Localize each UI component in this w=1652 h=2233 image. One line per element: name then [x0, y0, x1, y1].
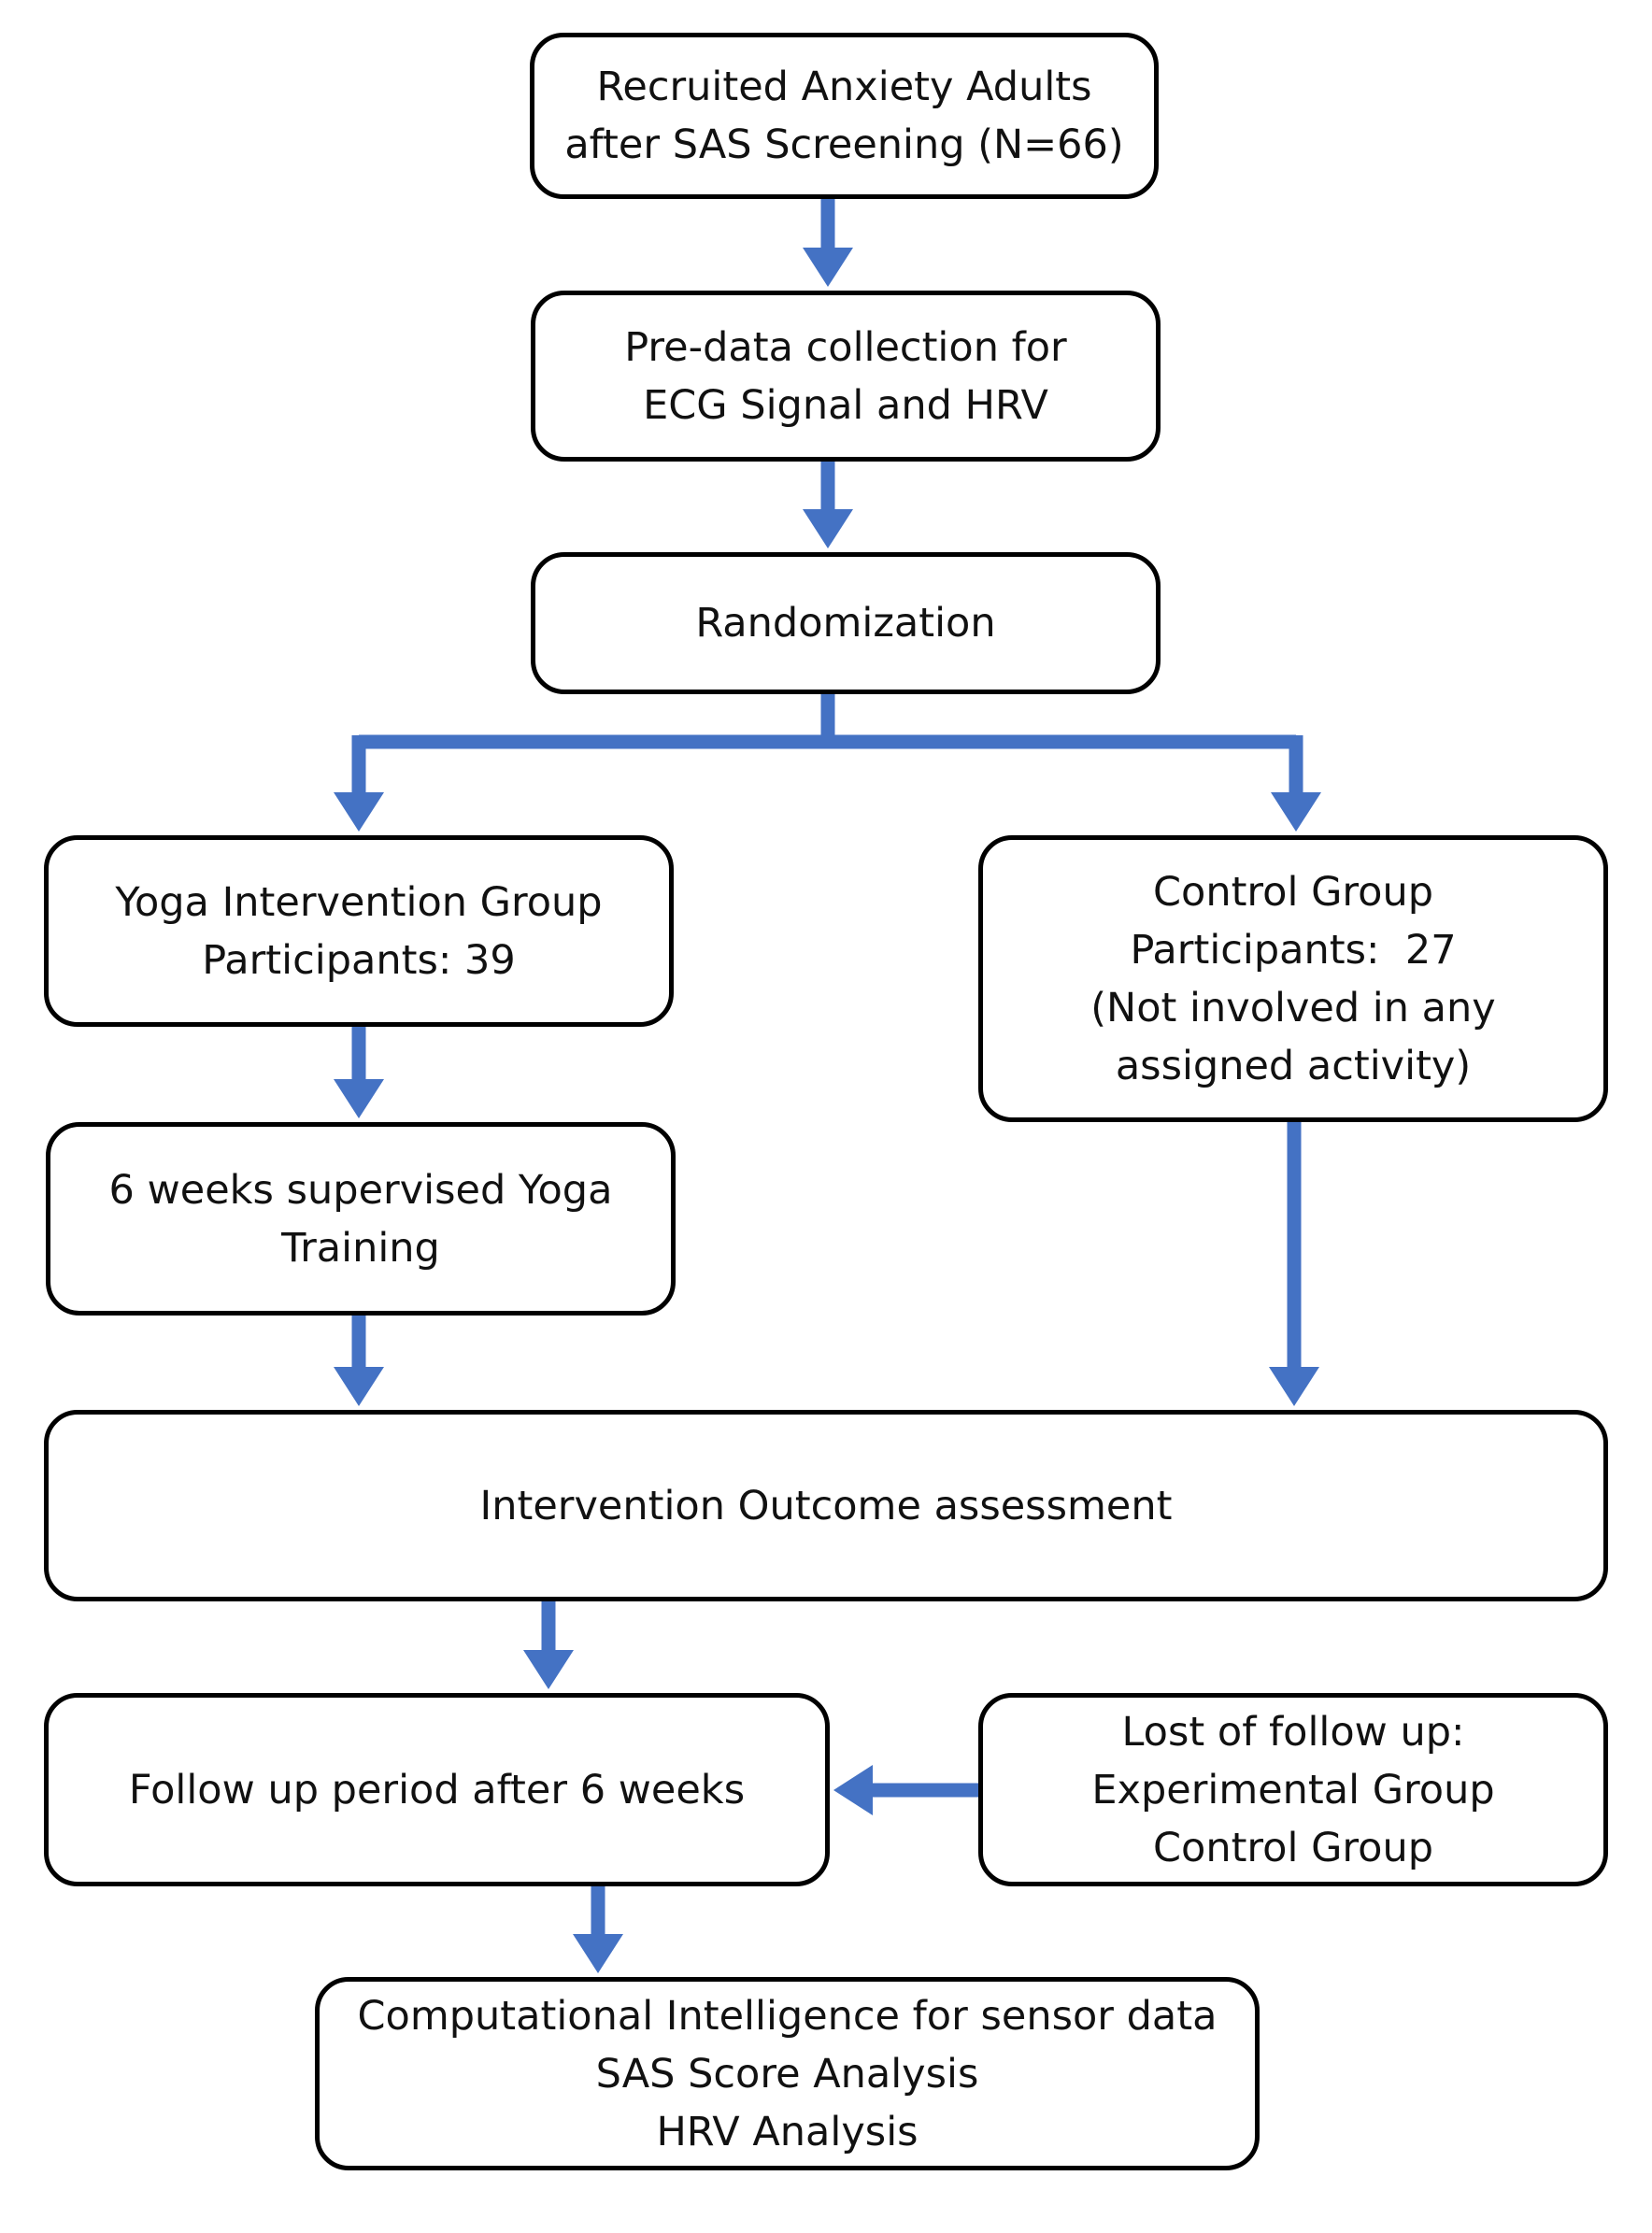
control-group-line-3: (Not involved in any — [1090, 984, 1496, 1031]
arrow-recruited-to-predata-head — [803, 248, 853, 287]
arrow-training-to-outcome-head — [334, 1367, 384, 1406]
yoga-training-line-1: 6 weeks supervised Yoga — [108, 1166, 613, 1214]
outcome-label: Intervention Outcome assessment — [479, 1482, 1173, 1529]
randomization-label: Randomization — [695, 600, 996, 647]
recruited-box: Recruited Anxiety Adults after SAS Scree… — [530, 33, 1159, 199]
arrow-followup-to-analysis-head — [573, 1934, 623, 1973]
arrow-outcome-to-followup-head — [523, 1650, 574, 1689]
analysis-line-1: Computational Intelligence for sensor da… — [357, 1992, 1218, 2040]
recruited-line-1: Recruited Anxiety Adults — [596, 64, 1092, 110]
yoga-training-line-2: Training — [281, 1224, 440, 1272]
control-group-line-2: Participants: 27 — [1130, 926, 1457, 974]
analysis-line-3: HRV Analysis — [656, 2108, 919, 2155]
arrow-lost-to-followup-head — [833, 1765, 873, 1815]
yoga-group-box: Yoga Intervention Group Participants: 39 — [44, 835, 674, 1027]
arrow-control-to-outcome-head — [1269, 1367, 1319, 1406]
lost-follow-up-box: Lost of follow up: Experimental Group Co… — [978, 1693, 1608, 1886]
control-group-box: Control Group Participants: 27 (Not invo… — [978, 835, 1608, 1122]
control-group-line-4: assigned activity) — [1115, 1042, 1472, 1089]
arrow-predata-to-randomization-head — [803, 509, 853, 548]
outcome-box: Intervention Outcome assessment — [44, 1410, 1608, 1601]
pre-data-box: Pre-data collection for ECG Signal and H… — [531, 291, 1161, 462]
pre-data-line-2: ECG Signal and HRV — [643, 381, 1048, 429]
control-group-line-1: Control Group — [1152, 868, 1433, 916]
arrow-branch-to-yoga-head — [334, 792, 384, 832]
lost-follow-up-line-1: Lost of follow up: — [1121, 1708, 1465, 1756]
lost-follow-up-line-2: Experimental Group — [1091, 1766, 1495, 1813]
follow-up-label: Follow up period after 6 weeks — [128, 1766, 746, 1813]
lost-follow-up-line-3: Control Group — [1152, 1824, 1433, 1871]
arrow-branch-to-control-head — [1271, 792, 1321, 832]
pre-data-line-1: Pre-data collection for — [624, 323, 1067, 371]
follow-up-box: Follow up period after 6 weeks — [44, 1693, 830, 1886]
analysis-box: Computational Intelligence for sensor da… — [315, 1977, 1260, 2170]
yoga-group-line-1: Yoga Intervention Group — [115, 878, 603, 926]
yoga-group-line-2: Participants: 39 — [202, 936, 516, 984]
analysis-line-2: SAS Score Analysis — [595, 2050, 979, 2098]
randomization-box: Randomization — [531, 552, 1161, 694]
recruited-line-2: after SAS Screening (N=66) — [564, 121, 1124, 168]
yoga-training-box: 6 weeks supervised Yoga Training — [46, 1122, 676, 1316]
arrow-yoga-to-training-head — [334, 1079, 384, 1118]
